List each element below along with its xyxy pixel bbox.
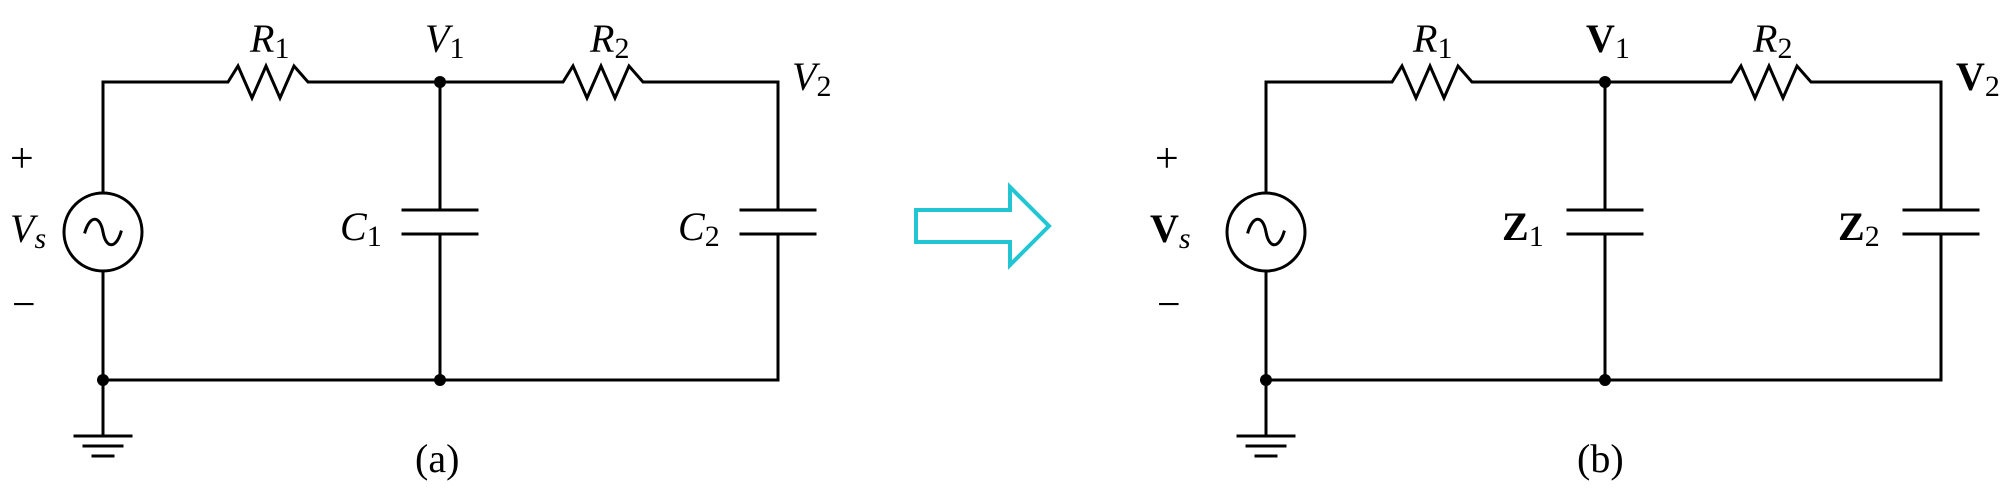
circuit-a-c1-label: C1 [340,204,382,253]
circuit-b-sine-icon [1246,217,1286,247]
circuit-b-node-ground [1260,374,1272,386]
circuit-a-v2-label: V2 [792,54,831,103]
circuit-a-top-wire-right [438,62,780,102]
circuit-b-r2-label: R2 [1752,16,1792,65]
circuit-b-node-bottom-mid [1599,374,1611,386]
circuit-b-node-v1 [1599,76,1611,88]
circuit-b-top-wire-left [1264,62,1607,102]
circuit-a-node-v1 [434,76,446,88]
circuit-a-sine-icon [83,217,123,247]
circuit-a-caption: (a) [415,436,459,481]
circuit-b-v2-label: V2 [1956,54,2000,103]
circuit-a-minus-sign: − [12,282,36,328]
circuit-b-v1-label: V1 [1586,16,1630,65]
circuit-a-vs-label: Vs [10,206,46,255]
transform-arrow-icon [914,182,1052,270]
circuit-b-z2-label: Z2 [1838,204,1880,253]
circuit-a-node-ground [97,374,109,386]
circuit-b-vs-label: Vs [1150,206,1191,255]
circuit-b-top-wire-right [1603,62,1943,102]
circuit-b-caption: (b) [1577,436,1624,481]
circuit-a: R1 R2 V1 V2 C1 C2 Vs + − (a) [10,16,831,481]
circuit-a-r2-label: R2 [589,16,629,65]
circuit-b-plus-sign: + [1155,136,1179,182]
circuit-a-v1-label: V1 [425,16,464,65]
circuit-b-z1-label: Z1 [1502,204,1544,253]
circuit-a-top-wire-left [101,62,442,102]
circuit-a-plus-sign: + [10,136,34,182]
circuit-a-node-bottom-mid [434,374,446,386]
circuit-b-r1-label: R1 [1412,16,1452,65]
circuit-a-c2-label: C2 [678,204,720,253]
circuit-a-r1-label: R1 [249,16,289,65]
circuit-b: R1 R2 V1 V2 Z1 Z2 Vs + − (b) [1150,16,2000,481]
circuit-b-minus-sign: − [1157,282,1181,328]
